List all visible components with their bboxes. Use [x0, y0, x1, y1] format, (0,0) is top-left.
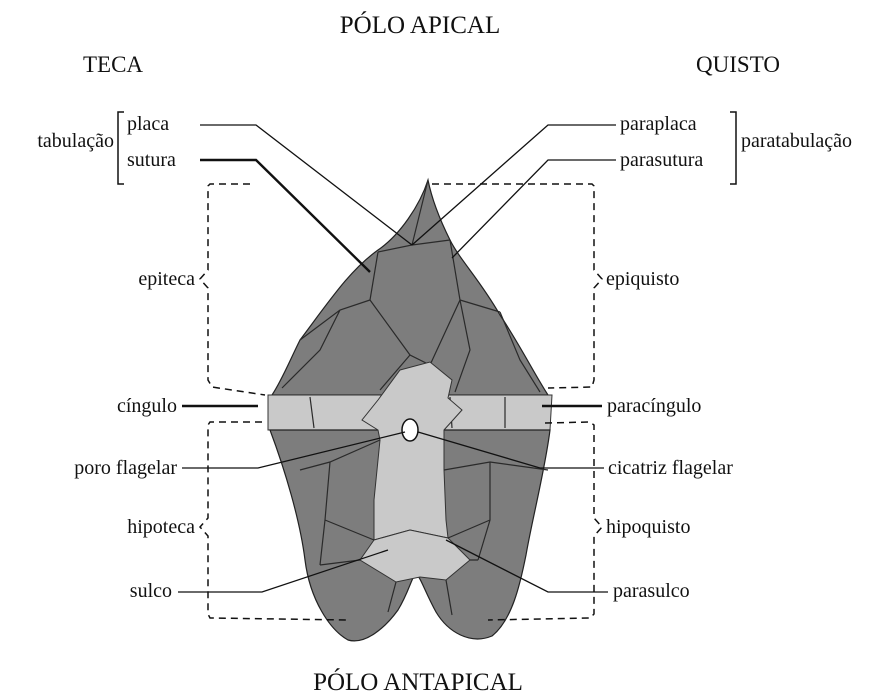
leader-parasutura — [451, 159, 616, 259]
leader-poro-flagelar — [182, 431, 406, 469]
label-sutura: sutura — [127, 149, 176, 171]
label-parasutura: parasutura — [620, 149, 703, 171]
leader-sutura — [200, 158, 371, 273]
title-apical-pole: PÓLO APICAL — [340, 11, 500, 39]
label-poro-flagelar: poro flagelar — [74, 457, 177, 479]
hypotheca-sutures — [299, 439, 549, 616]
label-hipoteca: hipoteca — [127, 516, 195, 538]
brace-hipoteca — [198, 421, 349, 621]
label-paratabulacao: paratabulação — [741, 130, 852, 152]
leader-paraplaca — [411, 124, 616, 246]
brace-epiquisto — [432, 183, 604, 389]
bracket-tabulacao — [117, 111, 124, 185]
label-cingulo: cíngulo — [117, 395, 177, 417]
title-antapical-pole: PÓLO ANTAPICAL — [313, 668, 523, 696]
label-paracingulo: paracíngulo — [607, 395, 701, 417]
brace-epiteca — [198, 183, 266, 396]
label-placa: placa — [127, 113, 169, 135]
label-hipoquisto: hipoquisto — [606, 516, 690, 538]
organism-body — [267, 177, 553, 642]
header-quisto: QUISTO — [696, 52, 780, 77]
label-parasulco: parasulco — [613, 580, 690, 602]
leader-parasulco — [445, 539, 608, 593]
bracket-paratabulacao — [730, 111, 737, 185]
leader-cicatriz-flagelar — [417, 431, 604, 469]
label-cicatriz-flagelar: cicatriz flagelar — [608, 457, 733, 479]
leader-placa — [200, 124, 413, 246]
label-paraplaca: paraplaca — [620, 113, 697, 135]
epitheca-shape — [270, 177, 550, 396]
label-epiteca: epiteca — [138, 268, 195, 290]
label-sulco: sulco — [130, 580, 172, 602]
flagellar-pore — [401, 418, 419, 442]
label-tabulacao: tabulação — [37, 130, 114, 152]
label-epiquisto: epiquisto — [606, 268, 679, 290]
leader-sulco — [178, 549, 389, 593]
header-teca: TECA — [83, 52, 143, 77]
